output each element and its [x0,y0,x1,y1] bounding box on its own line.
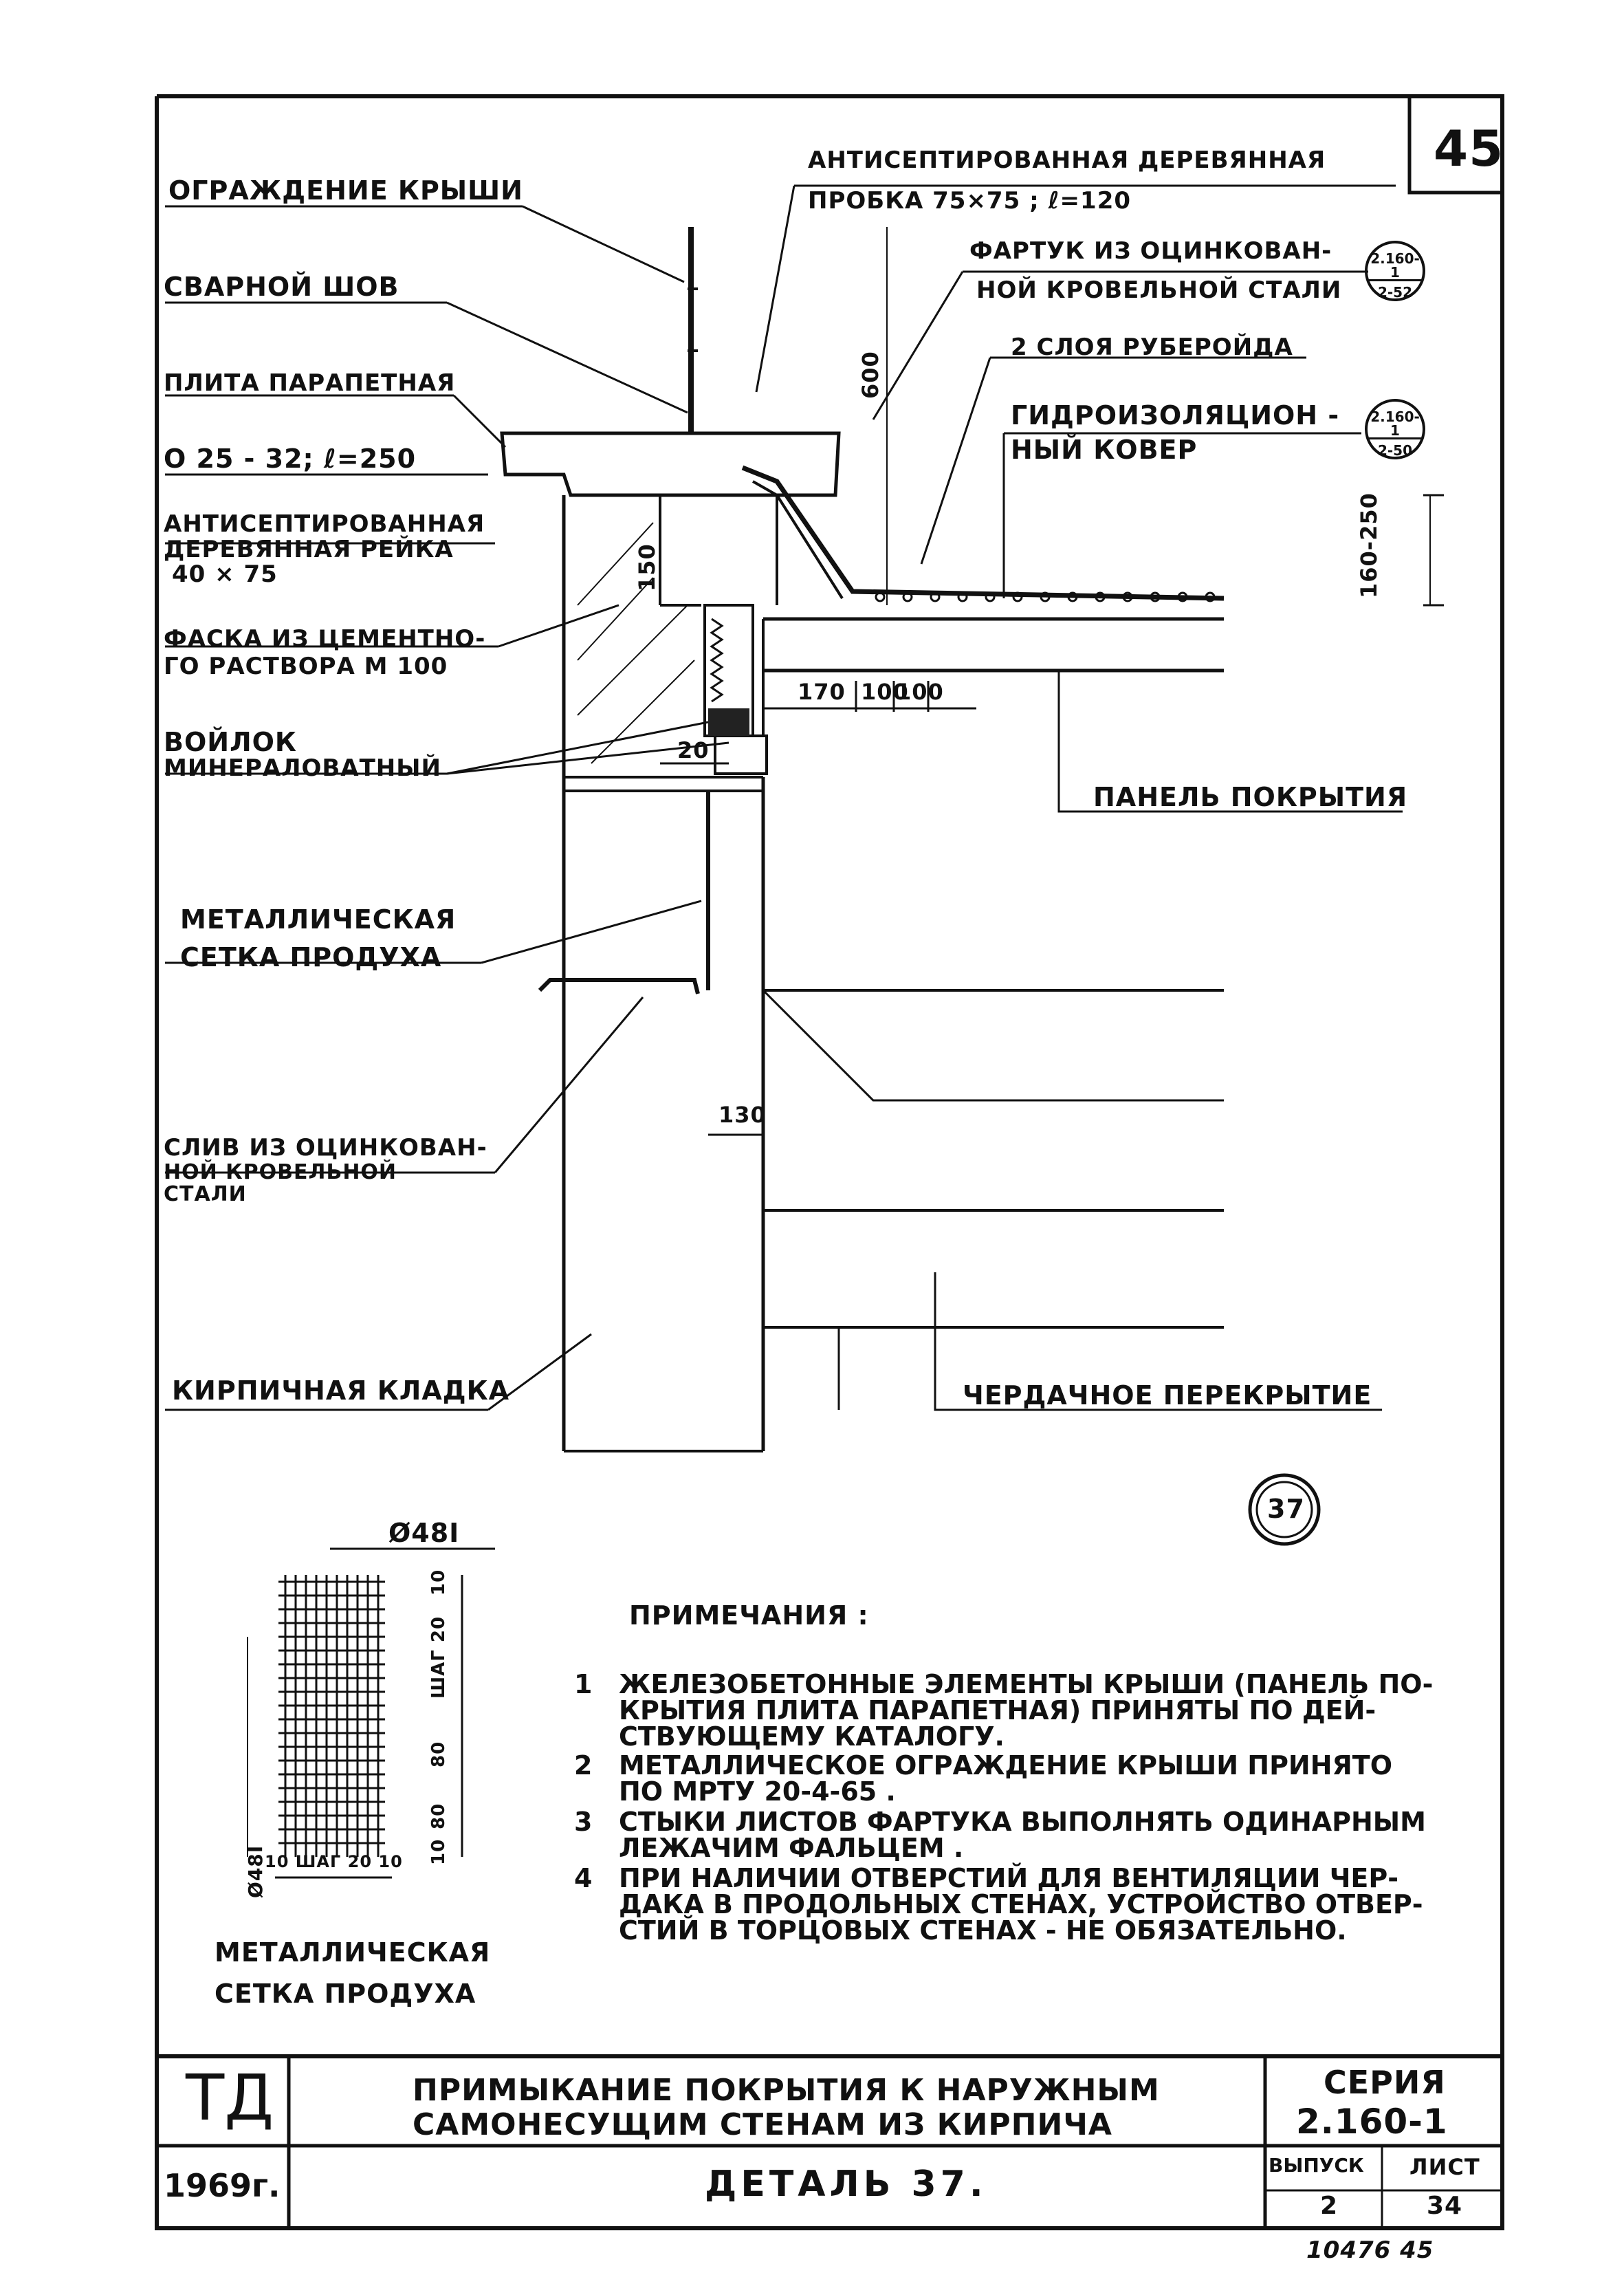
title-block-series-value: 2.160-1 [1296,2102,1448,2142]
notes-heading: ПРИМЕЧАНИЯ : [629,1600,869,1631]
dim-170: 170 [798,679,846,705]
title-block-issue-label: ВЫПУСК [1269,2154,1364,2177]
label-waterproof-2: НЫЙ КОВЕР [1011,435,1198,465]
note-1-line-2: КРЫТИЯ ПЛИТА ПАРАПЕТНАЯ) ПРИНЯТЫ ПО ДЕЙ- [619,1695,1376,1726]
dim-150: 150 [634,543,660,591]
note-4-num: 4 [574,1863,593,1893]
label-brickwork: КИРПИЧНАЯ КЛАДКА [172,1375,510,1406]
dim-20: 20 [677,737,710,763]
ref-circle-apron: 2.160-1 2-52 [1365,241,1425,301]
label-mesh-2: СЕТКА ПРОДУХА [180,942,442,972]
label-parapet-slab-size: О 25 - 32; ℓ=250 [164,444,417,474]
ref-bottom: 2-50 [1377,442,1413,459]
mesh-dim-right-5: 10 [428,1838,449,1865]
note-3-line-1: СТЫКИ ЛИСТОВ ФАРТУКА ВЫПОЛНЯТЬ ОДИНАРНЫМ [619,1807,1426,1837]
note-3-line-2: ЛЕЖАЧИМ ФАЛЬЦЕМ . [619,1833,964,1863]
title-block-org: ТД [186,2061,274,2135]
mesh-caption-2: СЕТКА ПРОДУХА [215,1979,476,2009]
mesh-caption-1: МЕТАЛЛИЧЕСКАЯ [215,1937,491,1968]
note-4-line-3: СТИЙ В ТОРЦОВЫХ СТЕНАХ - НЕ ОБЯЗАТЕЛЬНО. [619,1915,1347,1946]
label-roof-panel: ПАНЕЛЬ ПОКРЫТИЯ [1093,782,1408,812]
mesh-dim-right-3: 80 [428,1741,449,1767]
note-4-line-2: ДАКА В ПРОДОЛЬНЫХ СТЕНАХ, УСТРОЙСТВО ОТВ… [619,1889,1423,1919]
label-chamfer-1: ФАСКА ИЗ ЦЕМЕНТНО- [164,625,486,653]
label-wood-plug-2: ПРОБКА 75×75 ; ℓ=120 [808,187,1132,215]
title-block-issue-value: 2 [1320,2192,1339,2220]
label-apron-2: НОЙ КРОВЕЛЬНОЙ СТАЛИ [976,276,1342,304]
dim-130: 130 [718,1102,767,1128]
label-felt-1: ВОЙЛОК [164,727,297,757]
title-block-sheet-value: 34 [1427,2192,1463,2220]
ref-top: 2.160-1 [1368,410,1423,439]
title-block-title-1: ПРИМЫКАНИЕ ПОКРЫТИЯ К НАРУЖНЫМ [413,2073,1160,2108]
label-mesh-1: МЕТАЛЛИЧЕСКАЯ [180,904,457,935]
label-treated-rail-2: ДЕРЕВЯННАЯ РЕЙКА [164,536,454,563]
mesh-dim-right-4: 80 [428,1803,449,1829]
label-weld: СВАРНОЙ ШОВ [164,272,399,302]
label-ruberoid: 2 СЛОЯ РУБЕРОЙДА [1011,334,1293,361]
ref-circle-carpet: 2.160-1 2-50 [1365,399,1425,459]
note-2-line-2: ПО МРТУ 20-4-65 . [619,1776,896,1807]
label-chamfer-2: ГО РАСТВОРА М 100 [164,653,448,680]
mesh-diameter-top: Ø48I [388,1518,460,1548]
mesh-dim-right-2: ШАГ 20 [428,1615,449,1699]
mesh-dim-bottom: 10 ШАГ 20 10 [265,1852,403,1871]
title-block-title-2: САМОНЕСУЩИМ СТЕНАМ ИЗ КИРПИЧА [413,2107,1112,2142]
mesh-dim-right-1: 10 [428,1569,449,1596]
title-block-year: 1969г. [164,2167,281,2204]
note-1-line-3: СТВУЮЩЕМУ КАТАЛОГУ. [619,1721,1005,1752]
dim-100a: 100 [861,679,909,705]
ref-top: 2.160-1 [1368,252,1423,281]
inventory-number: 10476 45 [1306,2236,1434,2264]
note-2-line-1: МЕТАЛЛИЧЕСКОЕ ОГРАЖДЕНИЕ КРЫШИ ПРИНЯТО [619,1750,1393,1781]
dim-600: 600 [857,351,884,399]
title-block-sheet-label: ЛИСТ [1409,2154,1480,2180]
note-2-num: 2 [574,1750,593,1781]
label-attic-floor: ЧЕРДАЧНОЕ ПЕРЕКРЫТИЕ [963,1380,1372,1411]
title-block-detail: ДЕТАЛЬ 37. [705,2164,987,2205]
label-wood-plug-1: АНТИСЕПТИРОВАННАЯ ДЕРЕВЯННАЯ [808,146,1326,174]
label-drip-1: СЛИВ ИЗ ОЦИНКОВАН- [164,1134,487,1162]
sheet-number: 45 [1434,120,1504,177]
note-1-line-1: ЖЕЛЕЗОБЕТОННЫЕ ЭЛЕМЕНТЫ КРЫШИ (ПАНЕЛЬ ПО… [619,1669,1434,1699]
detail-marker: 37 [1267,1494,1305,1524]
label-parapet-slab: ПЛИТА ПАРАПЕТНАЯ [164,369,456,397]
label-apron-1: ФАРТУК ИЗ ОЦИНКОВАН- [969,237,1332,265]
label-treated-rail-1: АНТИСЕПТИРОВАННАЯ [164,510,485,538]
note-4-line-1: ПРИ НАЛИЧИИ ОТВЕРСТИЙ ДЛЯ ВЕНТИЛЯЦИИ ЧЕР… [619,1863,1398,1893]
dim-160-250: 160-250 [1356,492,1382,598]
label-felt-2: МИНЕРАЛОВАТНЫЙ [164,754,441,782]
ref-bottom: 2-52 [1377,284,1413,301]
note-1-num: 1 [574,1669,593,1699]
title-block-series-label: СЕРИЯ [1324,2064,1446,2101]
label-waterproof-1: ГИДРОИЗОЛЯЦИОН - [1011,400,1340,431]
label-drip-2: НОЙ КРОВЕЛЬНОЙ [164,1160,397,1184]
label-drip-3: СТАЛИ [164,1182,247,1206]
note-3-num: 3 [574,1807,593,1837]
label-roof-railing: ОГРАЖДЕНИЕ КРЫШИ [168,175,523,206]
label-treated-rail-3: 40 × 75 [172,560,278,588]
mesh-diameter-side: Ø48I [244,1844,267,1898]
dim-100b: 100 [896,679,944,705]
